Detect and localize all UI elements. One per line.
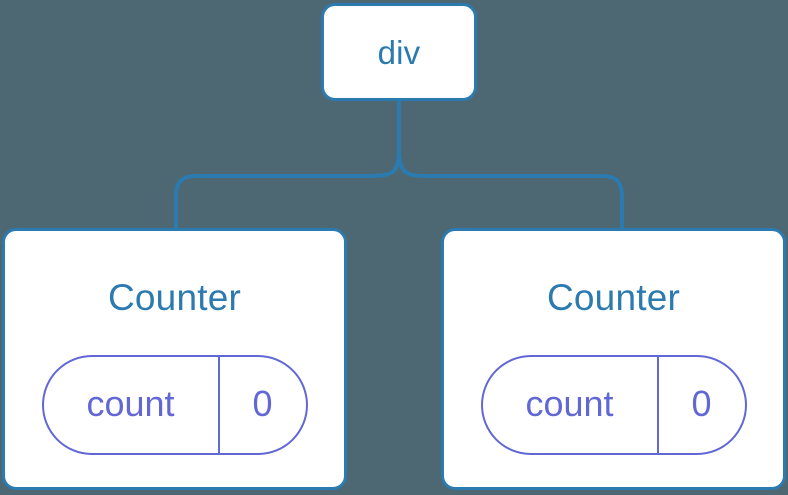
node-counter-right-label: Counter — [546, 277, 681, 318]
node-root-label: div — [377, 33, 421, 71]
state-pill-left[interactable]: count 0 — [41, 355, 308, 455]
connector-branch-left — [174, 149, 401, 229]
node-counter-left[interactable]: Counter count 0 — [2, 228, 347, 490]
state-key-left: count — [44, 357, 220, 453]
node-root-div[interactable]: div — [321, 3, 477, 101]
state-value-left: 0 — [252, 383, 273, 424]
connector-branch-right — [397, 149, 624, 229]
node-counter-right[interactable]: Counter count 0 — [441, 228, 786, 490]
node-counter-left-label: Counter — [107, 277, 242, 318]
state-value-right: 0 — [691, 383, 712, 424]
state-key-right: count — [483, 357, 659, 453]
state-pill-right[interactable]: count 0 — [480, 355, 747, 455]
